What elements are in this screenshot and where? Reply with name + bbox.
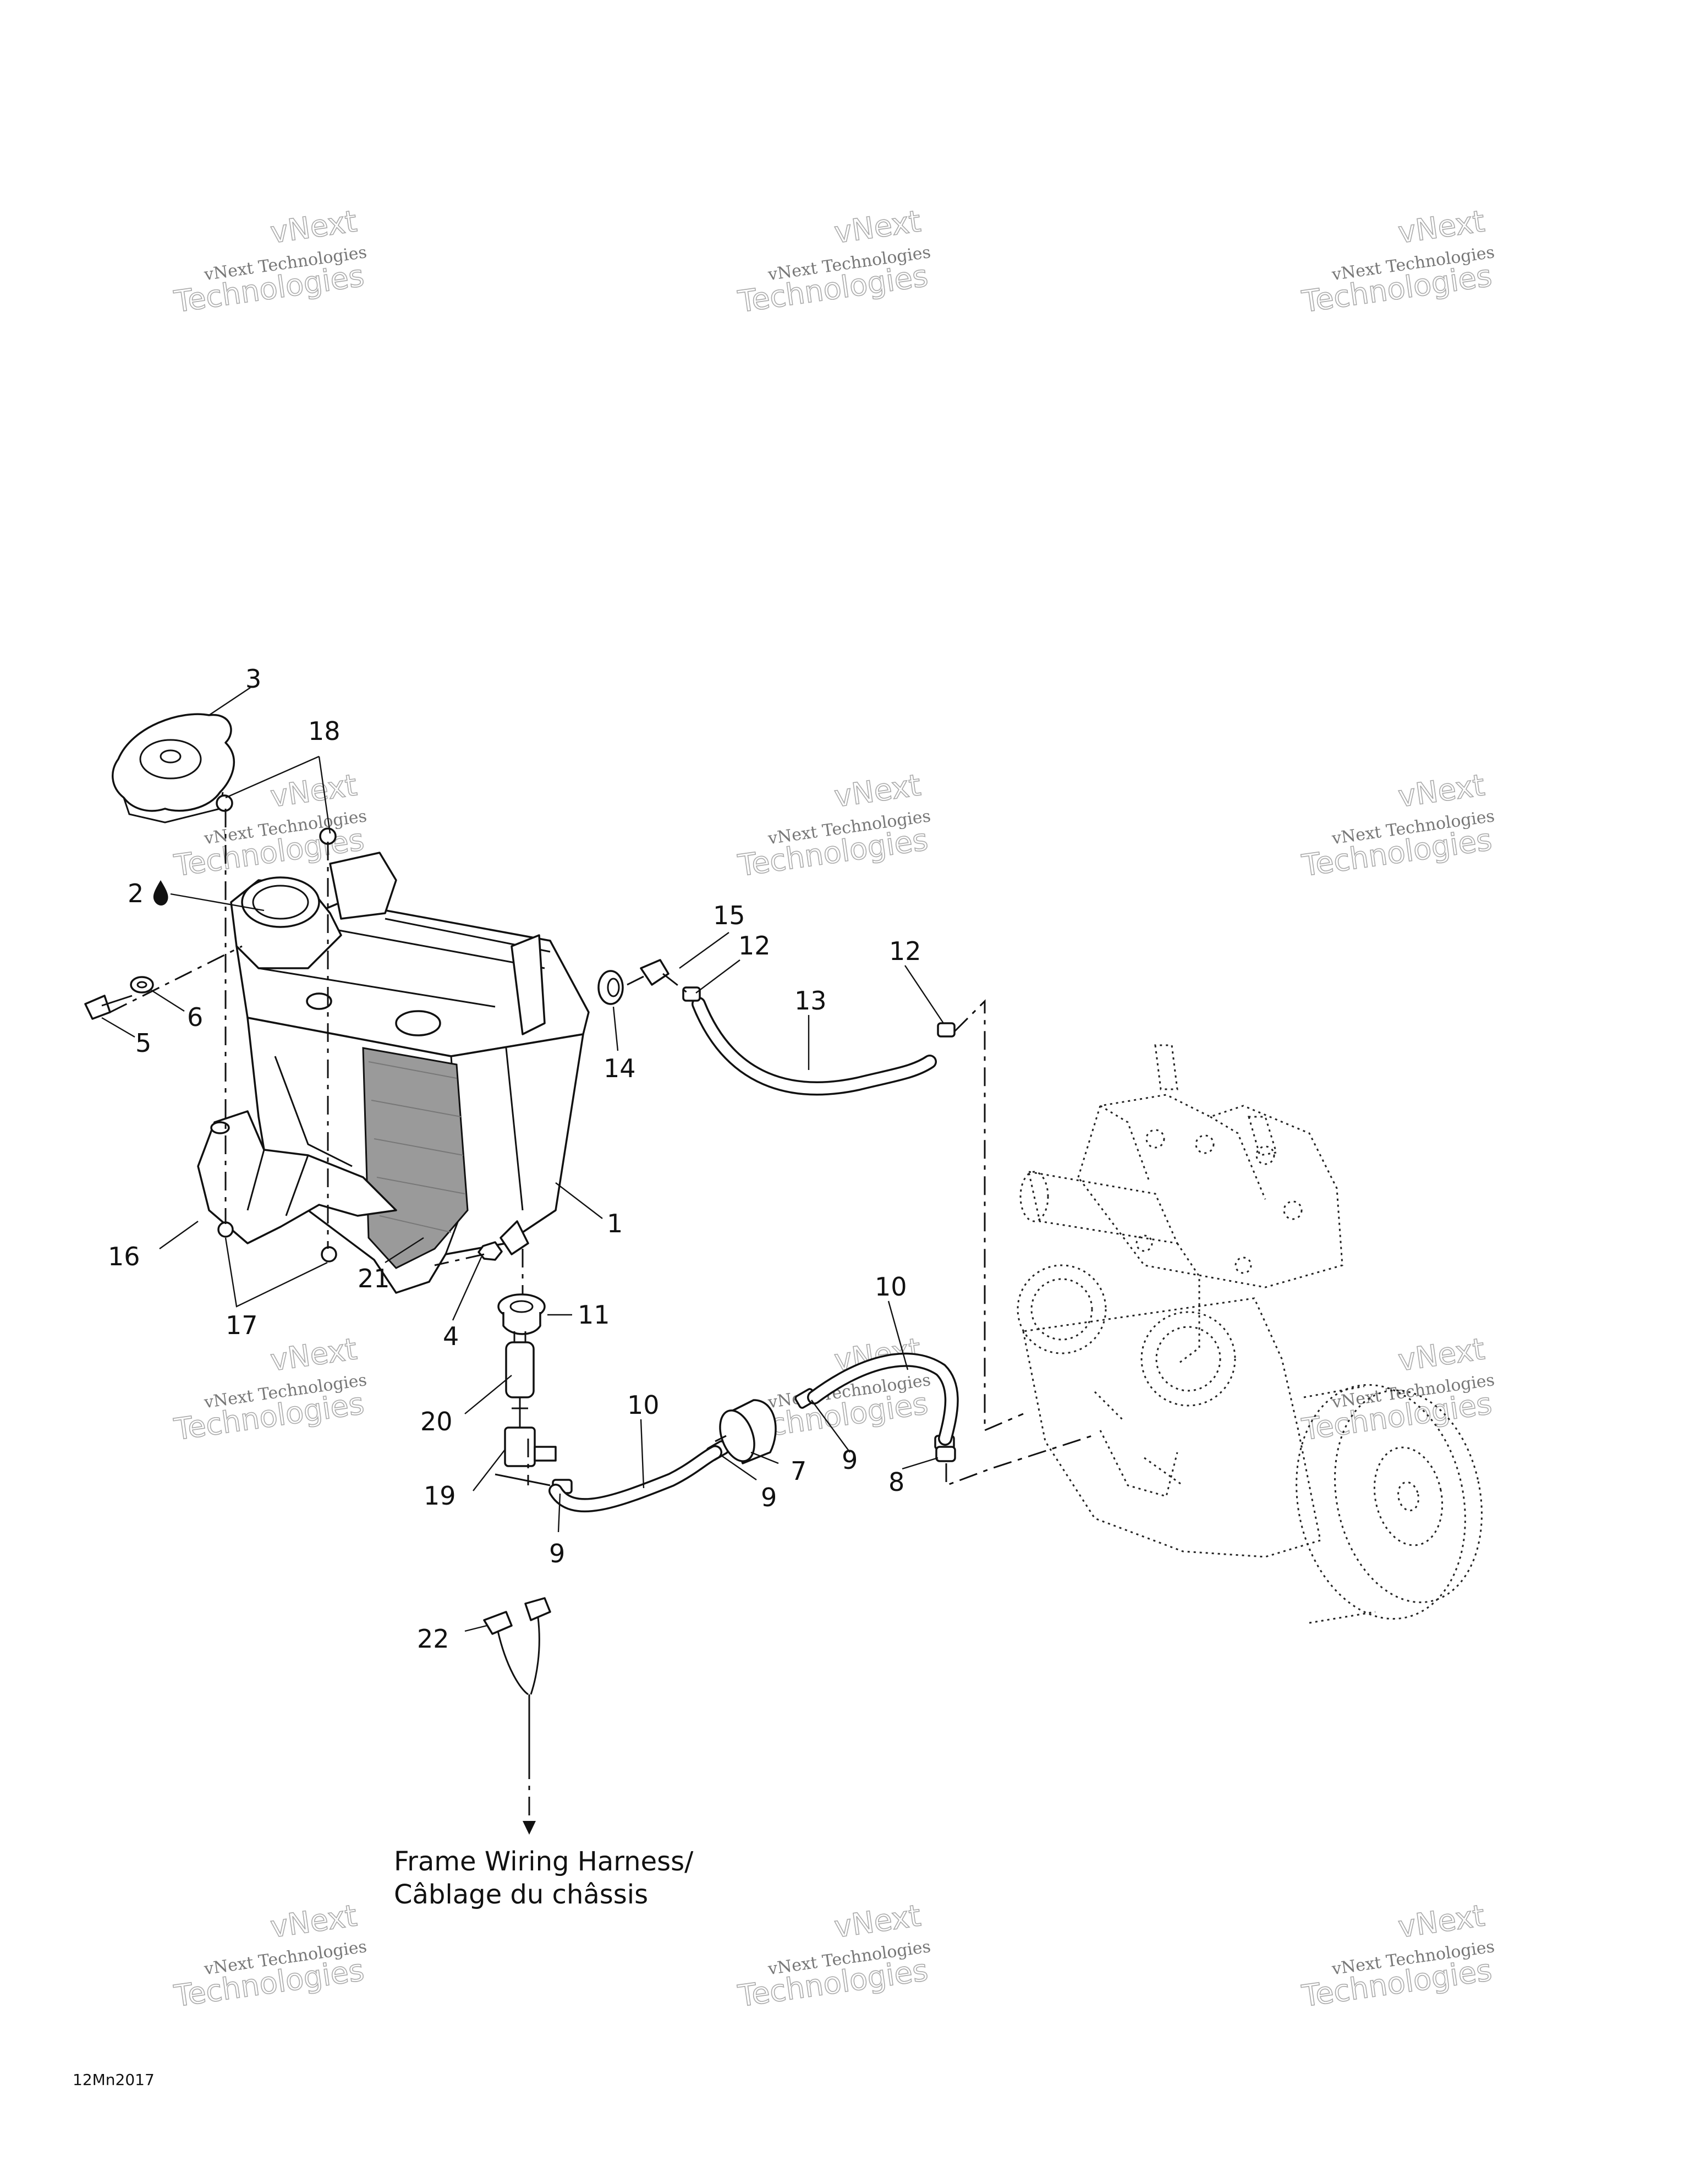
oil-tank (230, 852, 590, 1294)
leader-lines (101, 687, 944, 1632)
callout-16: 16 (108, 1242, 140, 1271)
callout-4: 4 (443, 1321, 459, 1351)
callout-9: 9 (761, 1483, 777, 1512)
watermark-text: vNext (832, 767, 923, 814)
grommet-11 (497, 1293, 546, 1335)
wiring-harness (483, 1597, 551, 1835)
callout-10: 10 (875, 1272, 907, 1302)
watermark-text: vNext (1396, 204, 1487, 250)
callout-19: 19 (424, 1481, 456, 1511)
watermark-text: vNext (832, 1898, 923, 1944)
tee-fitting (504, 1426, 557, 1467)
callout-1: 1 (607, 1209, 623, 1238)
callout-9: 9 (549, 1539, 565, 1568)
watermark-text: vNext (832, 204, 923, 250)
oil-filter (715, 1399, 777, 1464)
callout-21: 21 (358, 1264, 390, 1293)
bolt-5 (84, 995, 133, 1020)
watermark-text: vNext (1396, 1331, 1487, 1378)
watermark-text: vNext (268, 204, 359, 250)
callout-6: 6 (187, 1002, 203, 1032)
callout-18: 18 (308, 716, 341, 746)
routing-dashes (527, 973, 1093, 1487)
oil-tank-cap (112, 713, 235, 824)
nut-18 (216, 794, 337, 845)
callout-8: 8 (888, 1467, 904, 1497)
callout-labels: 3 18 2 6 5 15 12 12 13 14 1 16 21 4 17 1… (108, 664, 921, 1654)
callout-14: 14 (603, 1053, 636, 1083)
callout-7: 7 (791, 1456, 806, 1486)
harness-caption: Frame Wiring Harness/ Câblage du châssis (394, 1846, 694, 1910)
callout-10: 10 (627, 1390, 660, 1420)
oil-drop-icon (153, 880, 168, 906)
callout-15: 15 (713, 901, 745, 930)
callout-11: 11 (578, 1300, 610, 1330)
callout-3: 3 (245, 664, 261, 694)
callout-9: 9 (842, 1445, 858, 1475)
oil-hoses (495, 997, 959, 1513)
callout-5: 5 (135, 1028, 151, 1058)
nut-4 (478, 1241, 503, 1261)
caption-line-1: Frame Wiring Harness/ (394, 1846, 694, 1877)
engine-assembly (1017, 1044, 1483, 1624)
caption-line-2: Câblage du châssis (394, 1879, 648, 1910)
callout-17: 17 (226, 1310, 258, 1340)
callout-20: 20 (420, 1407, 453, 1436)
callout-22: 22 (417, 1624, 449, 1654)
watermark-text: vNext (268, 767, 359, 814)
drawing-code: 12Mn2017 (73, 2071, 155, 2089)
watermark-text: vNext (268, 1898, 359, 1944)
watermark-text: vNext (1396, 767, 1487, 814)
oil-level-sensor (505, 1331, 535, 1430)
watermark-text: vNext (1396, 1898, 1487, 1944)
clamp-12 (682, 986, 956, 1038)
support-bracket (197, 1110, 397, 1244)
fitting-14 (597, 970, 624, 1005)
callout-2: 2 (128, 879, 144, 908)
elbow-15 (640, 959, 670, 986)
watermark-text: vNext (268, 1331, 359, 1378)
washer-6 (130, 976, 154, 994)
clamp-8 (935, 1446, 956, 1462)
callout-12: 12 (738, 931, 771, 961)
callout-13: 13 (794, 986, 827, 1016)
callout-12: 12 (889, 936, 921, 966)
